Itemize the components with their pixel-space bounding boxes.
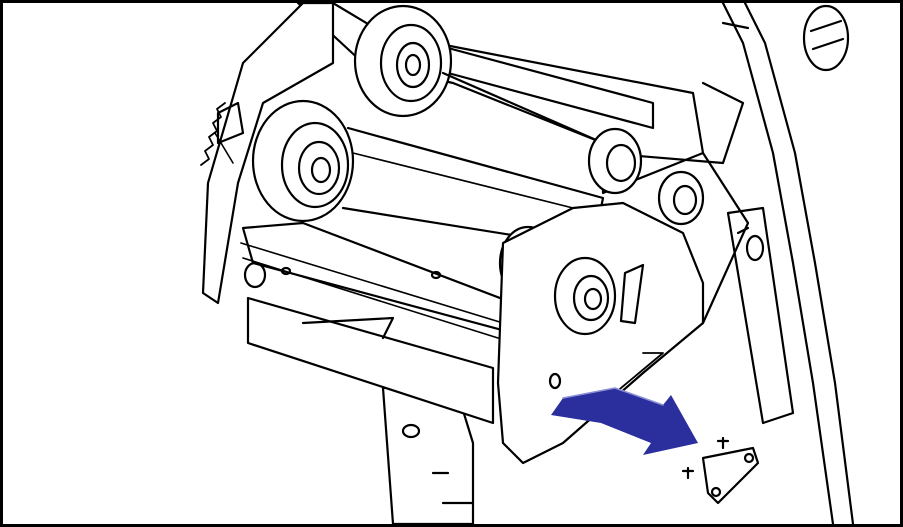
left-housing — [201, 3, 335, 305]
front-side-plate — [496, 201, 705, 465]
right-side-plate — [726, 206, 795, 425]
chassis-right-rails — [721, 3, 855, 524]
front-spindle — [251, 99, 605, 250]
upper-spindle — [353, 4, 605, 145]
printhead-bar — [240, 221, 515, 425]
roller-end — [587, 127, 643, 195]
connector-bracket — [681, 436, 760, 505]
gear-icon — [200, 102, 226, 166]
screw-head-icon — [802, 4, 850, 72]
pivot-bolt-icon — [657, 170, 705, 226]
mechanism-illustration — [200, 3, 855, 524]
direction-arrow-icon — [551, 387, 698, 455]
